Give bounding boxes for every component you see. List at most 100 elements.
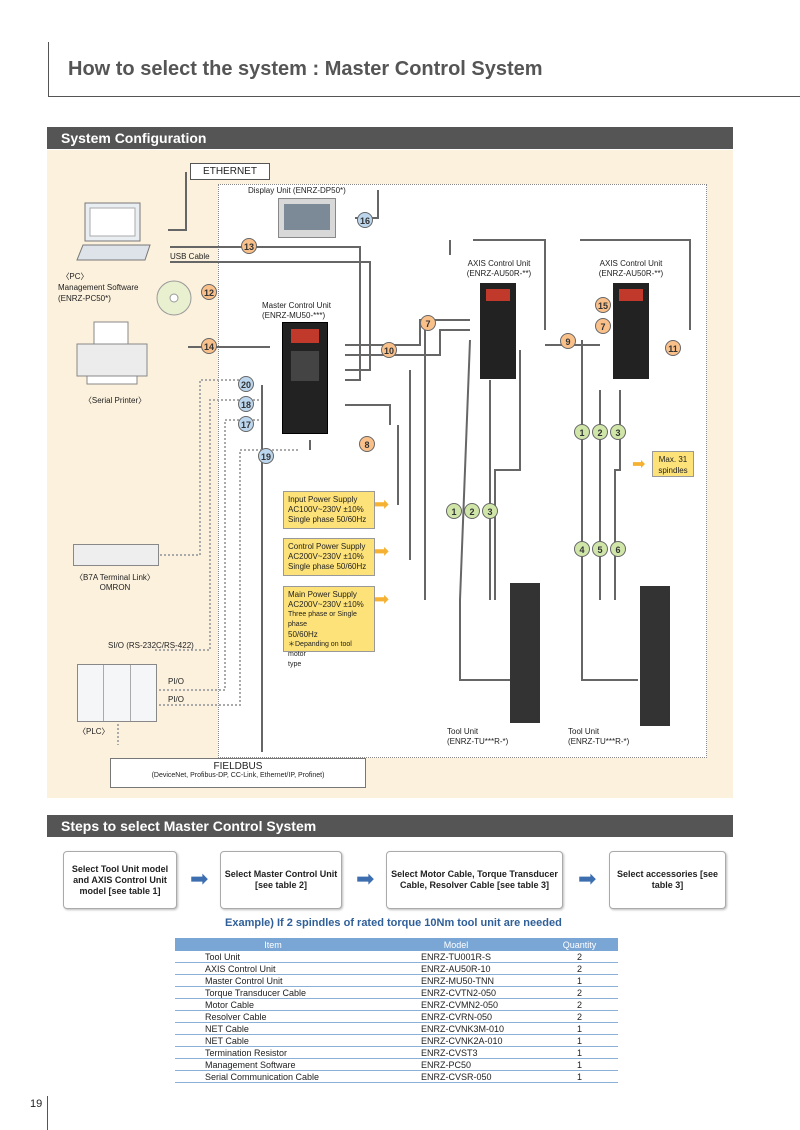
cell-item: Management Software (175, 1058, 371, 1071)
cell-item: Serial Communication Cable (175, 1070, 371, 1083)
control-ps-phase: Single phase 50/60Hz (288, 562, 367, 571)
main-ps-note-2: type (288, 661, 302, 668)
badge-15: 15 (595, 297, 611, 313)
control-ps-arrow-icon: ➡ (374, 541, 390, 561)
printer-illustration (76, 321, 148, 385)
page-title: How to select the system : Master Contro… (68, 58, 543, 80)
cell-quantity: 1 (541, 1070, 618, 1083)
cell-model: ENRZ-MU50-TNN (371, 974, 541, 987)
fieldbus-label: FIELDBUS (213, 761, 263, 772)
cell-model: ENRZ-CVST3 (371, 1046, 541, 1059)
axis-unit-2-label: AXIS Control Unit (599, 259, 663, 268)
cell-model: ENRZ-CVTN2-050 (371, 986, 541, 999)
main-ps-title: Main Power Supply (288, 590, 357, 599)
badge-3b: 3 (610, 424, 626, 440)
tool-unit-2-model: (ENRZ-TU***R-*) (568, 737, 630, 746)
badge-9: 9 (560, 333, 576, 349)
cell-model: ENRZ-CVRN-050 (371, 1010, 541, 1023)
cell-model: ENRZ-TU001R-S (371, 951, 541, 963)
badge-18: 18 (238, 396, 254, 412)
badge-3a: 3 (482, 503, 498, 519)
cell-model: ENRZ-CVNK3M-010 (371, 1022, 541, 1035)
display-unit-image (278, 198, 336, 238)
master-unit-image (282, 322, 328, 434)
input-power-supply: Input Power Supply AC100V~230V ±10% Sing… (283, 491, 375, 529)
right-arrow-icon: ➡ (632, 456, 646, 473)
badge-19: 19 (258, 448, 274, 464)
badge-11: 11 (665, 340, 681, 356)
main-ps-phase: Three phase or Single phase (288, 611, 357, 628)
axis-unit-2-image (613, 283, 649, 379)
usb-cable-label: USB Cable (170, 252, 210, 261)
cell-quantity: 1 (541, 1022, 618, 1035)
control-power-supply: Control Power Supply AC200V~230V ±10% Si… (283, 538, 375, 576)
input-ps-phase: Single phase 50/60Hz (288, 515, 367, 524)
mgmt-software-label: Management Software (58, 283, 139, 292)
badge-20: 20 (238, 376, 254, 392)
cell-item: Termination Resistor (175, 1046, 371, 1059)
step-1-box: Select Tool Unit model and AXIS Control … (63, 851, 177, 909)
badge-13: 13 (241, 238, 257, 254)
cell-item: Tool Unit (175, 951, 371, 963)
ethernet-label: ETHERNET (190, 163, 270, 180)
badge-1b: 1 (574, 424, 590, 440)
cell-model: ENRZ-PC50 (371, 1058, 541, 1071)
cell-model: ENRZ-CVMN2-050 (371, 998, 541, 1011)
page-number: 19 (30, 1098, 43, 1110)
cell-quantity: 2 (541, 962, 618, 975)
master-unit-label: Master Control Unit (262, 301, 331, 310)
fieldbus-box: FIELDBUS (DeviceNet, Profibus-DP, CC-Lin… (110, 758, 366, 788)
step-3-box: Select Motor Cable, Torque Transducer Ca… (386, 851, 563, 909)
cell-item: Torque Transducer Cable (175, 986, 371, 999)
cell-item: NET Cable (175, 1034, 371, 1047)
input-ps-arrow-icon: ➡ (374, 494, 390, 514)
cell-quantity: 1 (541, 1046, 618, 1059)
axis-unit-1-label: AXIS Control Unit (467, 259, 531, 268)
omron-label: OMRON (99, 583, 131, 592)
section-header-steps: Steps to select Master Control System (47, 815, 733, 837)
max-spindles-box: Max. 31 spindles (652, 451, 694, 477)
step-arrow-1-icon: ➡ (190, 866, 209, 891)
max-spindles-line1: Max. 31 (658, 455, 688, 464)
main-power-supply: Main Power Supply AC200V~230V ±10% Three… (283, 586, 375, 668)
b7a-terminal-image (73, 544, 159, 566)
cell-quantity: 2 (541, 986, 618, 999)
tool-unit-1-image (510, 583, 540, 723)
badge-17: 17 (238, 416, 254, 432)
cell-model: ENRZ-AU50R-10 (371, 962, 541, 975)
b7a-label: 〈B7A Terminal Link〉 (75, 573, 155, 582)
badge-5: 5 (592, 541, 608, 557)
cell-item: Resolver Cable (175, 1010, 371, 1023)
printer-label: 〈Serial Printer〉 (83, 396, 147, 405)
badge-12: 12 (201, 284, 217, 300)
cell-item: AXIS Control Unit (175, 962, 371, 975)
table-header-model: Model (371, 938, 541, 951)
badge-2a: 2 (464, 503, 480, 519)
cell-quantity: 1 (541, 1058, 618, 1071)
badge-1a: 1 (446, 503, 462, 519)
cell-quantity: 2 (541, 998, 618, 1011)
plc-image (77, 664, 157, 722)
axis-unit-1-model: (ENRZ-AU50R-**) (466, 269, 532, 278)
cd-icon (156, 280, 192, 316)
main-ps-voltage: AC200V~230V ±10% (288, 600, 364, 609)
axis-unit-1-image (480, 283, 516, 379)
cell-item: Motor Cable (175, 998, 371, 1011)
badge-6: 6 (610, 541, 626, 557)
max-spindles-line2: spindles (658, 466, 688, 475)
tool-unit-1-label: Tool Unit (447, 727, 479, 736)
axis-unit-2-model: (ENRZ-AU50R-**) (598, 269, 664, 278)
display-unit-label: Display Unit (ENRZ-DP50*) (248, 186, 346, 195)
cell-model: ENRZ-CVNK2A-010 (371, 1034, 541, 1047)
step-2-box: Select Master Control Unit [see table 2] (220, 851, 342, 909)
section-header-config: System Configuration (47, 127, 733, 149)
